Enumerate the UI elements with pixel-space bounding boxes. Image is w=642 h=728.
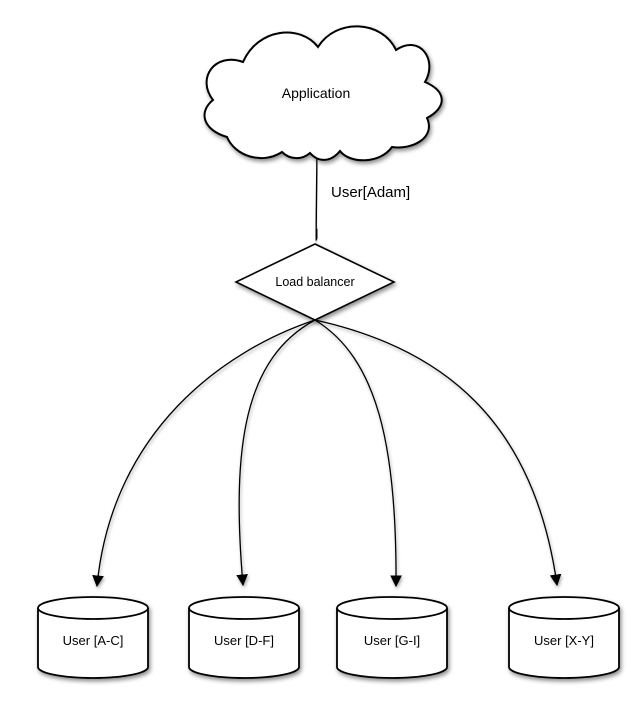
- arrow-lb-to-shard-x-y: [314, 319, 562, 587]
- database-cylinder-shard-a-c: [37, 596, 149, 679]
- load-balancer-diamond-shape: [234, 243, 396, 321]
- arrow-app-to-load-balancer: [309, 154, 323, 242]
- database-cylinder-shard-d-f: [188, 596, 300, 679]
- database-cylinder-shard-x-y: [508, 596, 620, 679]
- arrow-lb-to-shard-g-i: [314, 319, 402, 588]
- application-cloud-shape: [203, 25, 443, 162]
- arrow-lb-to-shard-a-c: [92, 319, 316, 588]
- arrow-lb-to-shard-d-f: [236, 319, 316, 587]
- database-cylinder-shard-g-i: [336, 596, 448, 679]
